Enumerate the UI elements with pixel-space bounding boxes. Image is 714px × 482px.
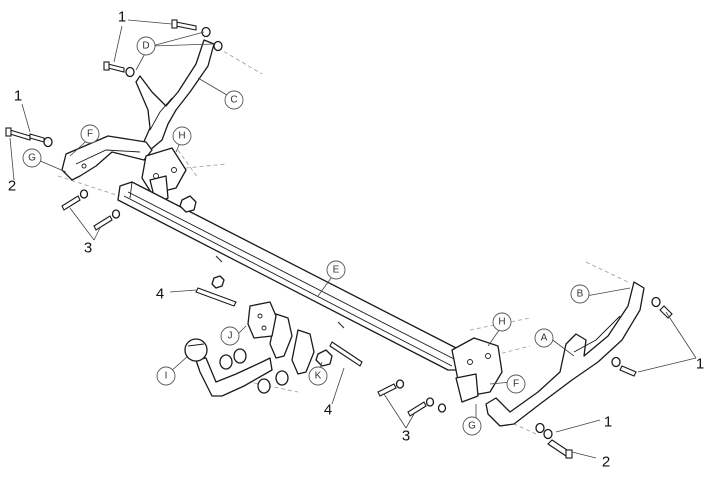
main-crossbar [117, 181, 465, 371]
letter-label-h-left-text: H [178, 131, 185, 142]
letter-label-d-text: D [142, 41, 149, 52]
number-label-3-right: 3 [402, 428, 410, 445]
letter-label-f-right: F [506, 374, 526, 394]
letter-label-g-left-text: G [28, 153, 36, 164]
letter-label-j: J [220, 326, 240, 346]
letter-label-g-right: G [462, 416, 482, 436]
letter-label-k: K [308, 366, 328, 386]
number-label-1-right: 1 [696, 356, 704, 373]
nut-upper [211, 275, 225, 289]
bolts-1 [5, 19, 673, 459]
letter-label-i: I [156, 366, 176, 386]
side-bracket-left-lower [61, 135, 153, 181]
letter-label-f-left-text: F [87, 129, 93, 140]
socket-plate [247, 301, 277, 339]
letter-label-b: B [570, 284, 590, 304]
letter-label-k-text: K [315, 371, 322, 382]
letter-label-h-left: H [172, 126, 192, 146]
letter-label-h-right: H [492, 312, 512, 332]
number-label-4-lower: 4 [324, 402, 332, 419]
bolts-4 [195, 287, 363, 367]
leader-lines [9, 19, 697, 459]
letter-label-a-text: A [541, 333, 548, 344]
letter-label-c: C [224, 90, 244, 110]
number-label-3-left: 3 [84, 240, 92, 257]
number-label-2-bottom: 2 [602, 454, 610, 471]
letter-label-e-text: E [333, 265, 340, 276]
letter-label-f-left: F [80, 124, 100, 144]
construction-lines [57, 47, 629, 435]
tow-ball [184, 338, 273, 397]
number-label-4-upper: 4 [156, 286, 164, 303]
letter-label-g-right-text: G [468, 421, 476, 432]
letter-label-f-right-text: F [513, 379, 519, 390]
nut-left [179, 195, 197, 213]
letter-label-b-text: B [577, 289, 584, 300]
letter-label-h-right-text: H [498, 317, 505, 328]
letter-label-d: D [136, 36, 156, 56]
number-label-1-left: 1 [14, 88, 22, 105]
ball-hitch-bracket-right [291, 329, 315, 375]
letter-label-e: E [326, 260, 346, 280]
ball-hitch-bracket-left [269, 313, 293, 359]
letter-label-g-left: G [22, 148, 42, 168]
letter-label-i-text: I [165, 371, 168, 382]
number-label-2-left: 2 [8, 178, 16, 195]
side-bracket-left-upper [135, 39, 215, 151]
bolts-3 [61, 189, 447, 417]
spacer-bushes [219, 348, 289, 394]
letter-label-j-text: J [228, 331, 233, 342]
letter-label-c-text: C [230, 95, 237, 106]
number-label-1-bottom: 1 [604, 414, 612, 431]
number-label-1-top: 1 [118, 9, 126, 26]
letter-label-a: A [534, 328, 554, 348]
nut-k [315, 349, 333, 367]
side-bracket-right [485, 281, 645, 427]
